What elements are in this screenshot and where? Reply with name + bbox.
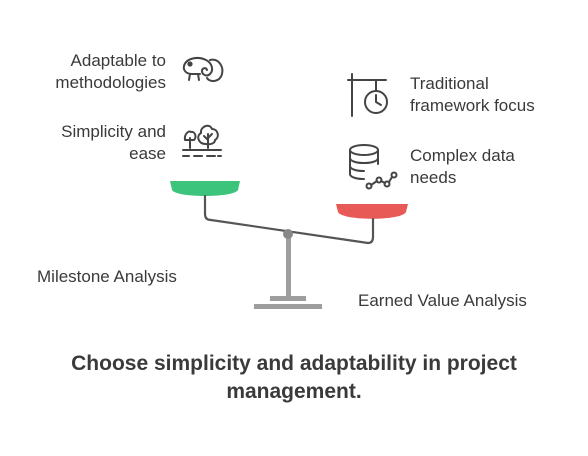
right-pan (336, 204, 408, 219)
milestone-analysis-label: Milestone Analysis (37, 267, 177, 286)
database-chart-icon (349, 144, 398, 190)
simplicity-label: Simplicity and ease (61, 122, 166, 163)
left-hanger (203, 194, 213, 222)
scale-post (286, 234, 291, 296)
right-hanger (366, 217, 375, 245)
hanging-clock-icon (347, 73, 388, 117)
adaptable-label: Adaptable to methodologies (55, 51, 166, 92)
complex-data-label: Complex data needs (410, 146, 515, 187)
scale-pivot (283, 229, 293, 239)
traditional-label: Traditional framework focus (410, 74, 535, 115)
caption: Choose simplicity and adaptability in pr… (0, 350, 588, 406)
earned-value-analysis-label: Earned Value Analysis (358, 291, 527, 310)
scale-base (254, 304, 322, 309)
scale-base-top (270, 296, 306, 301)
chameleon-icon (182, 57, 224, 83)
tree-park-icon (182, 124, 222, 157)
caption-text: Choose simplicity and adaptability in pr… (71, 352, 517, 403)
left-pan (170, 181, 240, 196)
